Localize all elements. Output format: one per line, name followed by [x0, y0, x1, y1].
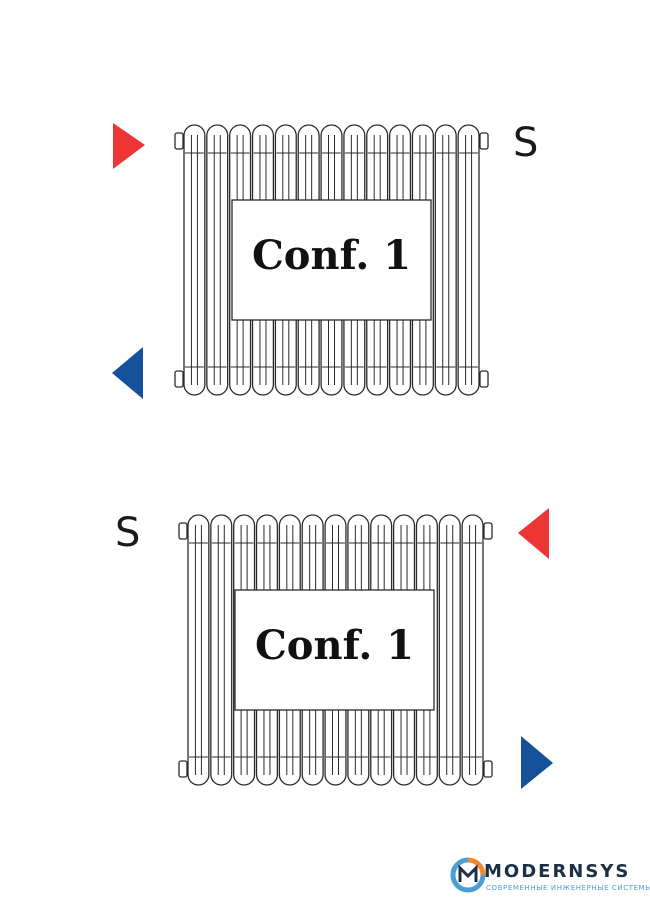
modernsys-logo: MODERNSYS СОВРЕМЕННЫЕ ИНЖЕНЕРНЫЕ СИСТЕМЫ — [450, 855, 650, 895]
configuration-label-1: Conf. 1 — [251, 232, 412, 279]
radiator-drawing-1 — [112, 123, 489, 399]
supply-arrow-1 — [113, 123, 145, 169]
logo-tagline: СОВРЕМЕННЫЕ ИНЖЕНЕРНЫЕ СИСТЕМЫ — [486, 884, 650, 892]
modernsys-logo-icon — [450, 857, 486, 893]
radiator-diagram-1: Conf. 1 S — [0, 115, 650, 445]
return-arrow-2 — [521, 736, 553, 789]
supply-arrow-2 — [518, 508, 549, 559]
radiator-drawing-2 — [178, 508, 553, 789]
configuration-label-2: Conf. 1 — [254, 622, 415, 669]
radiator-body-1 — [174, 124, 489, 396]
logo-name: MODERNSYS — [484, 861, 631, 882]
radiator-body-2 — [178, 514, 493, 786]
s-label-1: S — [513, 120, 539, 166]
return-arrow-1 — [112, 347, 143, 399]
radiator-diagram-2: Conf. 1 S — [0, 505, 650, 835]
s-label-2: S — [115, 510, 141, 556]
